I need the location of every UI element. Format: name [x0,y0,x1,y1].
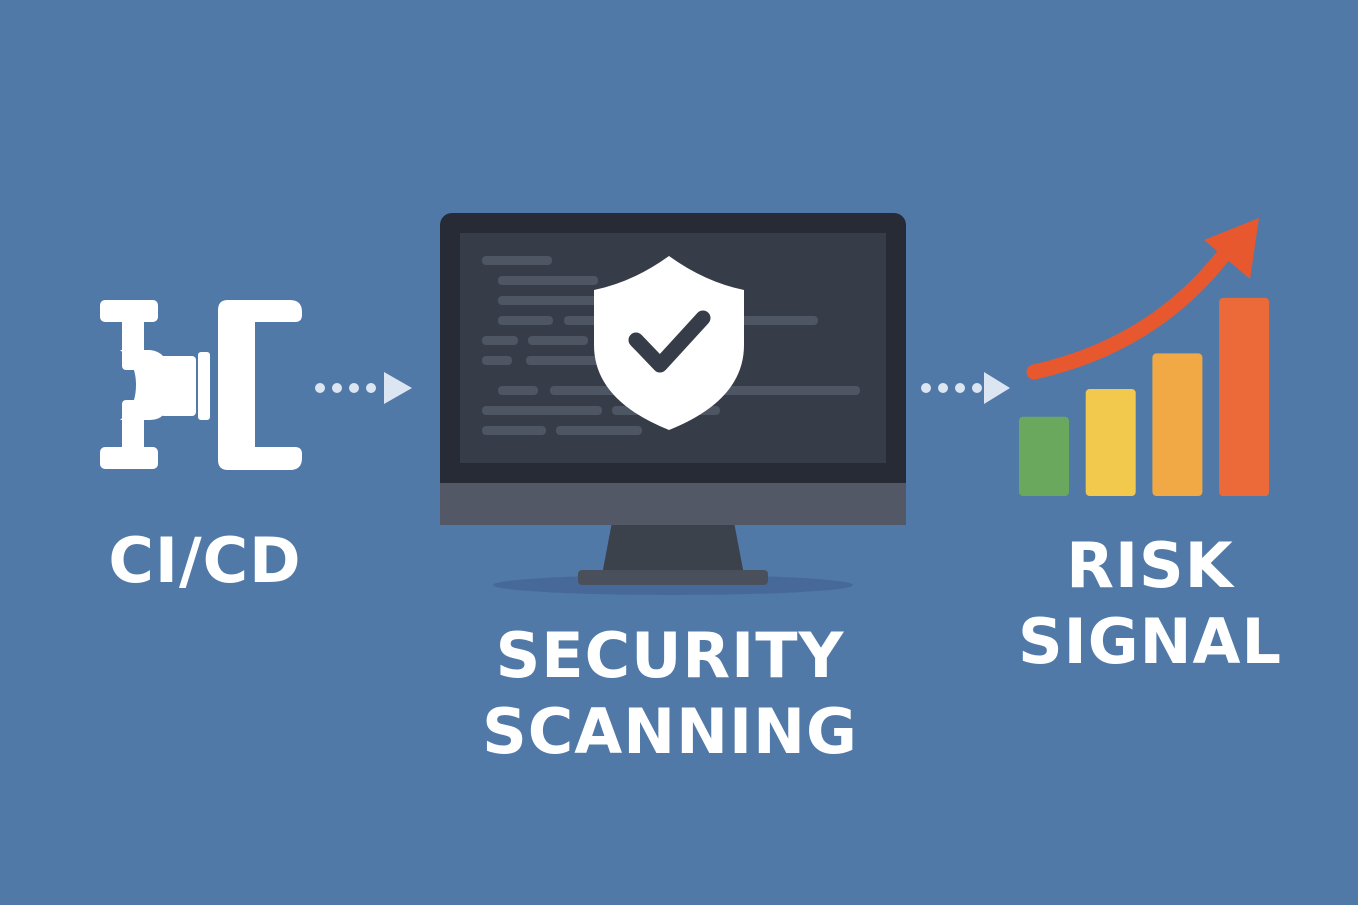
chart-bar [1085,389,1136,496]
dotted-arrow-icon [315,372,412,404]
step-label-security-line-2: SCANNING [482,694,858,768]
trend-up-arrow-icon [1026,218,1259,380]
dotted-arrow-icon [921,372,1010,404]
step-label-security-scanning: SECURITY SCANNING [420,618,920,769]
step-label-security-line-1: SECURITY [495,619,845,692]
step-label-risk-line-2: SIGNAL [1018,604,1282,678]
step-label-risk-signal: RISK SIGNAL [990,528,1310,679]
chart-bar [1219,297,1270,496]
chart-bar [1019,416,1069,496]
step-label-cicd: CI/CD [60,528,350,593]
bar-chart-icon [1019,297,1270,496]
shield-check-icon [594,256,744,430]
step-label-risk-line-1: RISK [1066,529,1234,602]
step-label-cicd-line: CI/CD [108,524,302,597]
cicd-pipeline-icon [100,300,302,470]
chart-bar [1152,353,1203,496]
